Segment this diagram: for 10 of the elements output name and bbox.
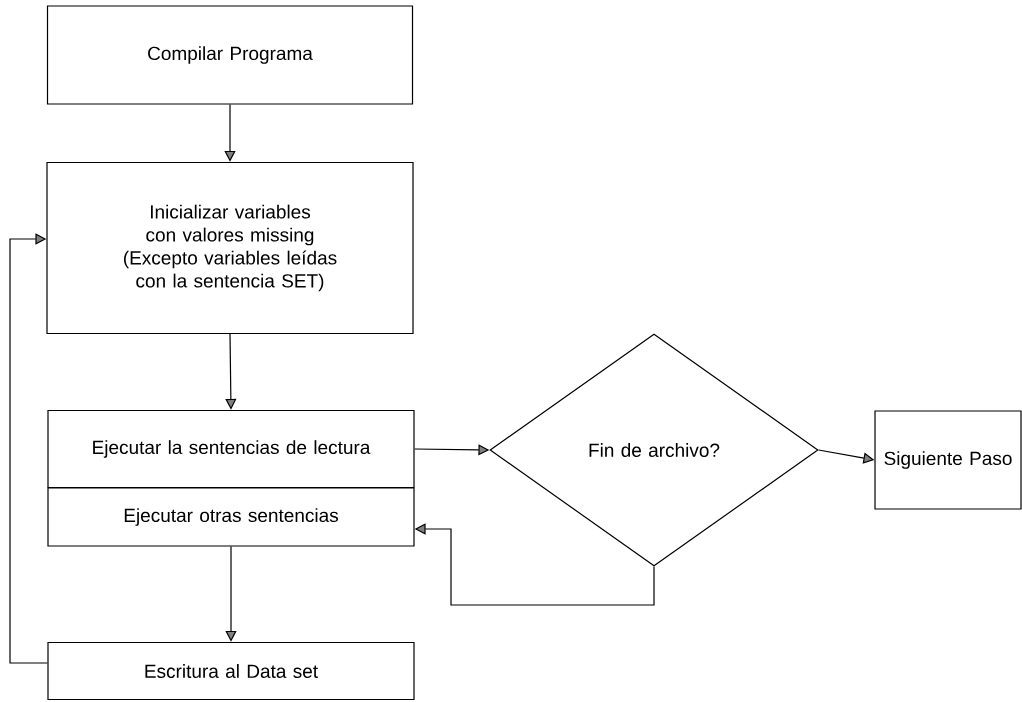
- arrow: [225, 546, 237, 642]
- arrow: [225, 333, 237, 410]
- process-box: Escritura al Data set: [47, 641, 415, 701]
- process-box: Ejecutar la sentencias de lectura: [47, 409, 415, 489]
- process-box: Siguiente Paso: [874, 410, 1022, 510]
- process-box: Inicializar variables con valores missing (Excepto variables leídas con la sentencia SET): [46, 161, 414, 335]
- process-box: Compilar Programa: [46, 5, 414, 105]
- arrow: [224, 104, 236, 162]
- arrow: [9, 233, 48, 664]
- process-box: Ejecutar otras sentencias: [47, 487, 415, 547]
